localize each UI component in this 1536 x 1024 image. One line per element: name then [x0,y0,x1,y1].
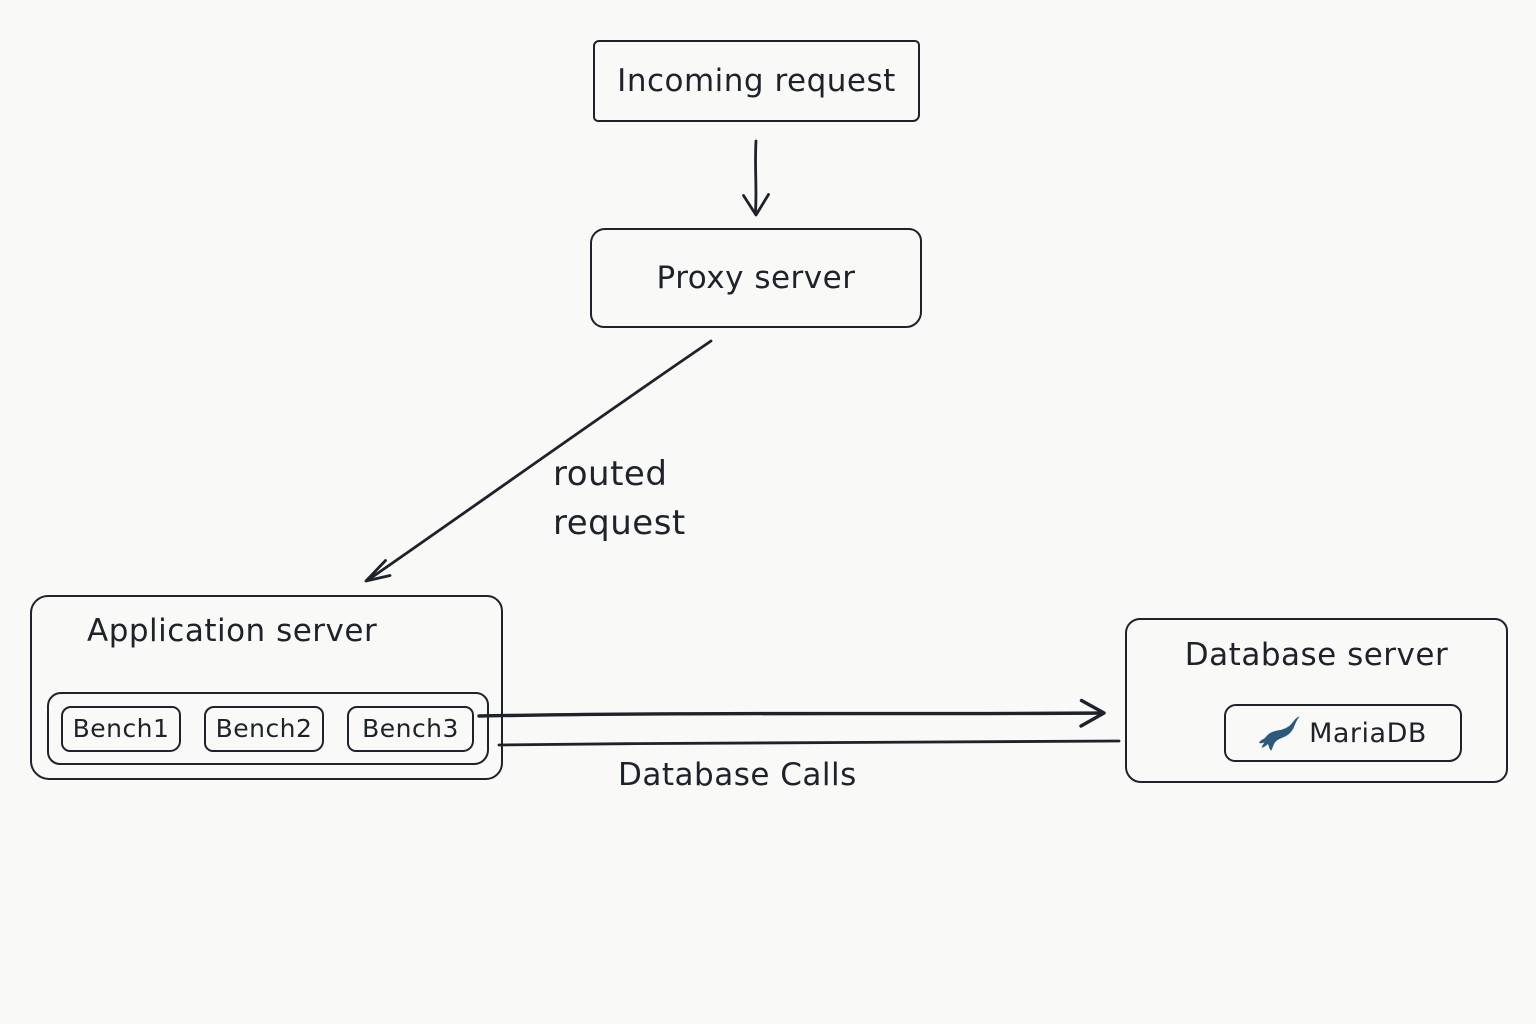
node-bench3: Bench3 [347,705,474,752]
edge-label-database-calls: Database Calls [618,757,857,793]
edge-label-routed-request: routed request [553,454,686,544]
mariadb-label: MariaDB [1309,717,1427,749]
node-bench2: Bench2 [204,705,324,752]
database-server-label: Database server [1184,637,1449,673]
node-proxy-server: Proxy server [590,228,922,328]
bench1-label: Bench1 [72,714,170,743]
node-application-server: Application server Bench1 Bench2 Bench3 [30,595,503,780]
application-server-label: Application server [87,613,378,649]
incoming-request-label: Incoming request [617,63,896,99]
proxy-server-label: Proxy server [656,260,856,296]
line-app-to-db [497,739,1121,747]
bench3-label: Bench3 [362,714,459,743]
bench-group: Bench1 Bench2 Bench3 [47,692,489,765]
mariadb-logo-icon [1259,715,1300,751]
arrow-app-to-db [477,698,1106,728]
node-bench1: Bench1 [61,705,181,752]
node-database-server: Database server MariaDB [1125,618,1508,783]
node-incoming-request: Incoming request [593,40,920,122]
node-mariadb: MariaDB [1224,704,1462,762]
bench2-label: Bench2 [215,714,313,743]
arrow-incoming-to-proxy [742,139,770,217]
